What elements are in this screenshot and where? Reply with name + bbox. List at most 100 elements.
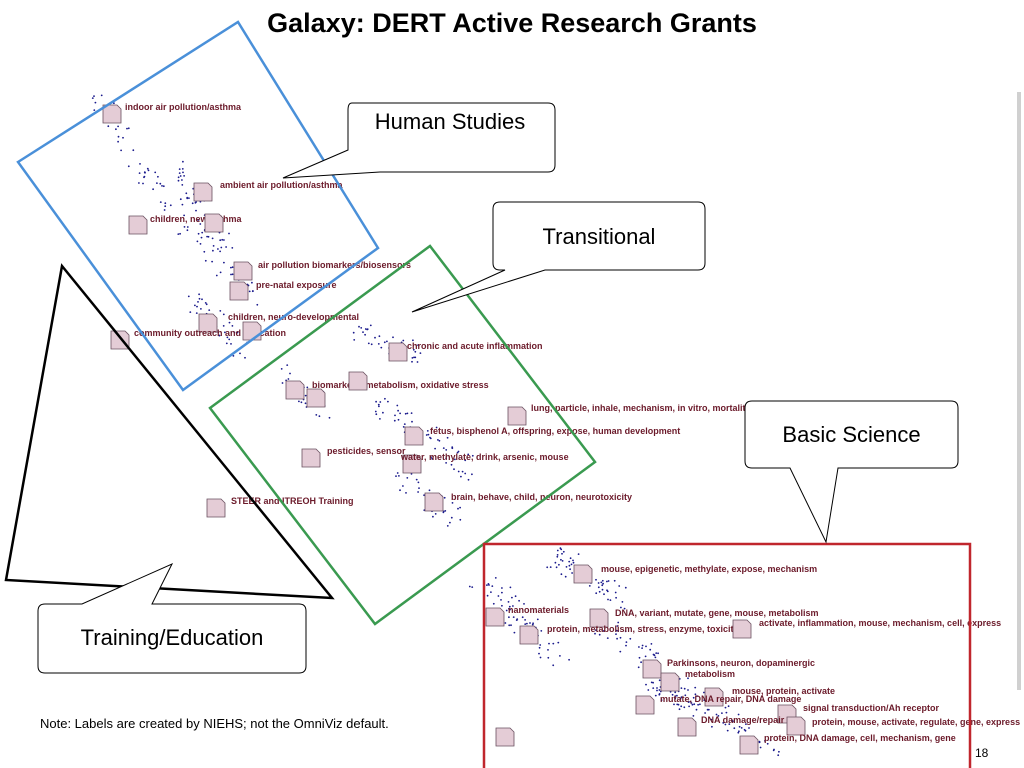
document-dot bbox=[380, 346, 383, 349]
document-dot bbox=[156, 182, 158, 185]
cluster-node bbox=[233, 261, 253, 281]
document-dot bbox=[117, 135, 120, 138]
document-dot bbox=[163, 209, 166, 211]
document-dot bbox=[200, 236, 203, 239]
document-dot bbox=[217, 248, 219, 250]
document-dot bbox=[195, 201, 198, 203]
document-dot bbox=[459, 506, 461, 509]
document-dot bbox=[328, 416, 331, 419]
document-dot bbox=[706, 708, 709, 711]
document-dot bbox=[396, 472, 399, 474]
document-dot bbox=[177, 233, 180, 236]
document-dot bbox=[508, 605, 511, 608]
document-dot bbox=[183, 175, 186, 177]
cluster-label: children, new asthma bbox=[150, 214, 243, 224]
cluster-node bbox=[589, 608, 609, 628]
document-dot bbox=[432, 515, 434, 518]
document-dot bbox=[467, 478, 470, 481]
document-dot bbox=[434, 447, 436, 450]
training-callout-text: Training/Education bbox=[80, 625, 264, 650]
cluster-node bbox=[402, 454, 422, 474]
document-dot bbox=[181, 168, 184, 170]
document-dot bbox=[468, 585, 471, 588]
document-dot bbox=[194, 304, 196, 307]
document-dot bbox=[623, 607, 626, 610]
document-dot bbox=[655, 652, 658, 654]
cluster-label: protein, DNA damage, cell, mechanism, ge… bbox=[764, 733, 956, 743]
document-dot bbox=[457, 450, 460, 453]
document-dot bbox=[471, 473, 473, 476]
document-dot bbox=[122, 136, 124, 139]
document-dot bbox=[501, 591, 503, 594]
document-dot bbox=[219, 310, 222, 312]
document-dot bbox=[427, 433, 430, 436]
document-dot bbox=[230, 273, 232, 276]
document-dot bbox=[516, 618, 519, 620]
document-dot bbox=[405, 492, 407, 494]
document-dot bbox=[117, 140, 119, 143]
document-dot bbox=[721, 712, 723, 714]
document-dot bbox=[406, 412, 409, 415]
document-dot bbox=[443, 496, 446, 499]
document-dot bbox=[649, 648, 652, 651]
document-dot bbox=[556, 549, 559, 552]
document-dot bbox=[654, 656, 657, 659]
footnote: Note: Labels are created by NIEHS; not t… bbox=[40, 716, 389, 731]
document-dot bbox=[722, 722, 725, 724]
document-dot bbox=[727, 705, 730, 708]
document-dot bbox=[442, 511, 445, 514]
document-dot bbox=[374, 410, 377, 413]
cluster-label: chronic and acute inflammation bbox=[407, 341, 543, 351]
document-dot bbox=[157, 175, 159, 178]
slide-title: Galaxy: DERT Active Research Grants bbox=[267, 8, 757, 38]
document-dot bbox=[692, 715, 695, 717]
document-dot bbox=[606, 580, 608, 583]
document-dot bbox=[460, 475, 462, 478]
document-dot bbox=[206, 235, 209, 238]
document-dot bbox=[207, 235, 210, 238]
document-dot bbox=[568, 564, 571, 567]
document-dot bbox=[569, 557, 572, 560]
document-dot bbox=[653, 654, 655, 656]
document-dot bbox=[450, 463, 453, 466]
cluster-label: biomarkers, metabolism, oxidative stress bbox=[312, 380, 489, 390]
document-dot bbox=[366, 328, 369, 330]
document-dot bbox=[100, 94, 103, 97]
document-dot bbox=[182, 171, 184, 174]
document-dot bbox=[398, 475, 400, 477]
document-dot bbox=[169, 204, 172, 207]
document-dot bbox=[609, 599, 612, 601]
document-dot bbox=[226, 336, 229, 339]
document-dot bbox=[146, 167, 149, 170]
document-dot bbox=[546, 566, 549, 569]
document-dot bbox=[600, 581, 603, 584]
document-dot bbox=[505, 609, 508, 612]
cluster-label: water, methylate, drink, arsenic, mouse bbox=[400, 452, 569, 462]
document-dot bbox=[769, 739, 772, 742]
document-dot bbox=[179, 198, 182, 201]
human-callout-text: Human Studies bbox=[374, 109, 526, 134]
document-dot bbox=[222, 313, 225, 316]
document-dot bbox=[524, 619, 526, 621]
document-dot bbox=[225, 342, 228, 345]
document-dot bbox=[691, 703, 694, 706]
document-dot bbox=[402, 485, 404, 487]
cluster-node bbox=[732, 619, 752, 639]
document-dot bbox=[693, 703, 696, 706]
document-dot bbox=[352, 331, 355, 334]
cluster-node bbox=[786, 716, 806, 736]
document-dot bbox=[195, 209, 197, 212]
document-dot bbox=[397, 409, 399, 412]
document-dot bbox=[161, 185, 163, 187]
document-dot bbox=[560, 573, 563, 576]
document-dot bbox=[252, 290, 254, 292]
document-dot bbox=[413, 356, 415, 359]
document-dot bbox=[256, 303, 259, 306]
document-dot bbox=[703, 691, 705, 694]
document-dot bbox=[93, 95, 95, 97]
document-dot bbox=[248, 290, 251, 293]
document-dot bbox=[374, 336, 376, 339]
document-dot bbox=[399, 489, 401, 492]
document-dot bbox=[603, 593, 605, 596]
document-dot bbox=[445, 449, 448, 451]
